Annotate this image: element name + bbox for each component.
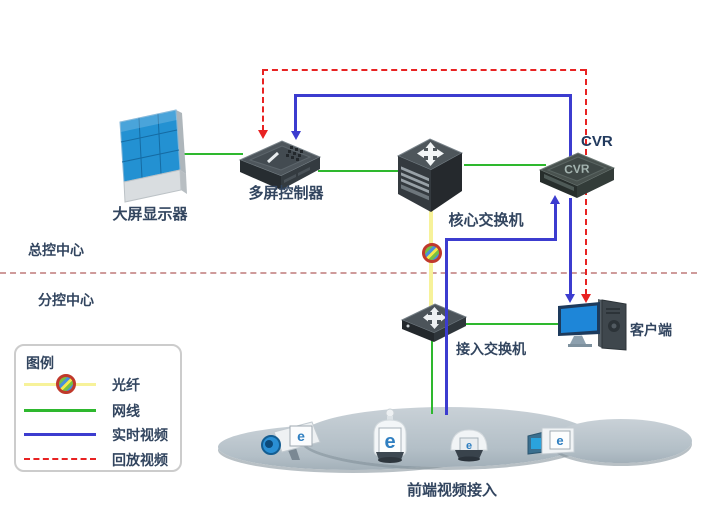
master-zone-label: 总控中心 [28, 242, 84, 258]
box-camera-right-icon: e [524, 422, 578, 465]
cvr-device-text: CVR [564, 162, 590, 177]
branch-zone-label: 分控中心 [38, 292, 94, 308]
playback-arrow-client [581, 294, 591, 303]
network-link-access-frontend [431, 338, 433, 414]
dome-camera-icon: e [446, 422, 492, 467]
playback-line-swatch [24, 458, 96, 460]
realtime-link-cvr-up [569, 94, 572, 160]
ptz-camera-icon: e [366, 408, 414, 469]
core-switch-icon [396, 138, 464, 212]
playback-arrow-controller [258, 130, 268, 139]
network-link-controller-core [318, 170, 398, 172]
realtime-arrow-client [565, 294, 575, 303]
zone-divider-line [0, 272, 697, 274]
network-link-core-cvr [464, 164, 546, 166]
camera-logo: e [466, 440, 472, 452]
legend-item-network: 网线 [24, 400, 174, 420]
realtime-link-to-controller [294, 94, 297, 132]
legend-item-label: 光纤 [112, 377, 140, 393]
controller-label: 多屏控制器 [248, 185, 324, 202]
display-wall-icon [119, 109, 187, 203]
core-switch-label: 核心交换机 [448, 212, 524, 229]
network-link-display-controller [181, 153, 243, 155]
client-label: 客户端 [630, 322, 672, 338]
legend-title: 图例 [26, 355, 54, 371]
realtime-link-horizontal-top [294, 94, 572, 97]
core-switch-device [390, 134, 470, 223]
cvr-icon: CVR [538, 152, 616, 198]
switch-arrows-glyph [423, 307, 446, 329]
realtime-link-frontend-up [445, 238, 448, 415]
access-switch-device [398, 298, 470, 353]
realtime-link-horizontal-low [445, 238, 557, 241]
realtime-arrow-controller [291, 131, 301, 140]
display-wall-label: 大屏显示器 [112, 206, 188, 223]
playback-link-horizontal-top [262, 69, 586, 71]
multi-screen-controller-icon [238, 140, 322, 190]
camera-logo: e [556, 433, 563, 448]
legend-box: 图例 光纤 网线 实时视频 回放视频 [14, 344, 182, 472]
display-wall-device [114, 106, 198, 215]
client-device [554, 294, 634, 361]
client-icon [558, 299, 627, 351]
realtime-link-into-cvr [554, 204, 557, 241]
legend-item-realtime: 实时视频 [24, 424, 174, 444]
legend-item-fiber: 光纤 [24, 374, 174, 394]
fiber-symbol [56, 374, 76, 394]
fiber-symbol [422, 243, 442, 263]
cvr-device: CVR [536, 146, 618, 209]
legend-item-label: 回放视频 [112, 452, 168, 468]
camera-logo: e [384, 431, 395, 453]
frontend-label: 前端视频接入 [406, 482, 497, 499]
network-line-swatch [24, 409, 96, 412]
legend-item-playback: 回放视频 [24, 449, 174, 469]
network-link-access-client [464, 323, 562, 325]
legend-item-label: 网线 [112, 403, 140, 419]
realtime-line-swatch [24, 433, 96, 436]
camera-logo: e [297, 428, 305, 444]
playback-link-to-controller [262, 69, 264, 131]
access-switch-icon [400, 303, 468, 342]
multi-screen-controller-device [236, 134, 324, 199]
legend-item-label: 实时视频 [112, 427, 168, 443]
realtime-arrow-cvr [550, 195, 560, 204]
access-switch-label: 接入交换机 [456, 341, 526, 357]
realtime-link-cvr-client [569, 198, 572, 295]
box-camera-left-icon: e [258, 420, 332, 469]
switch-arrows-glyph [417, 142, 444, 166]
cvr-label: CVR [581, 133, 613, 150]
